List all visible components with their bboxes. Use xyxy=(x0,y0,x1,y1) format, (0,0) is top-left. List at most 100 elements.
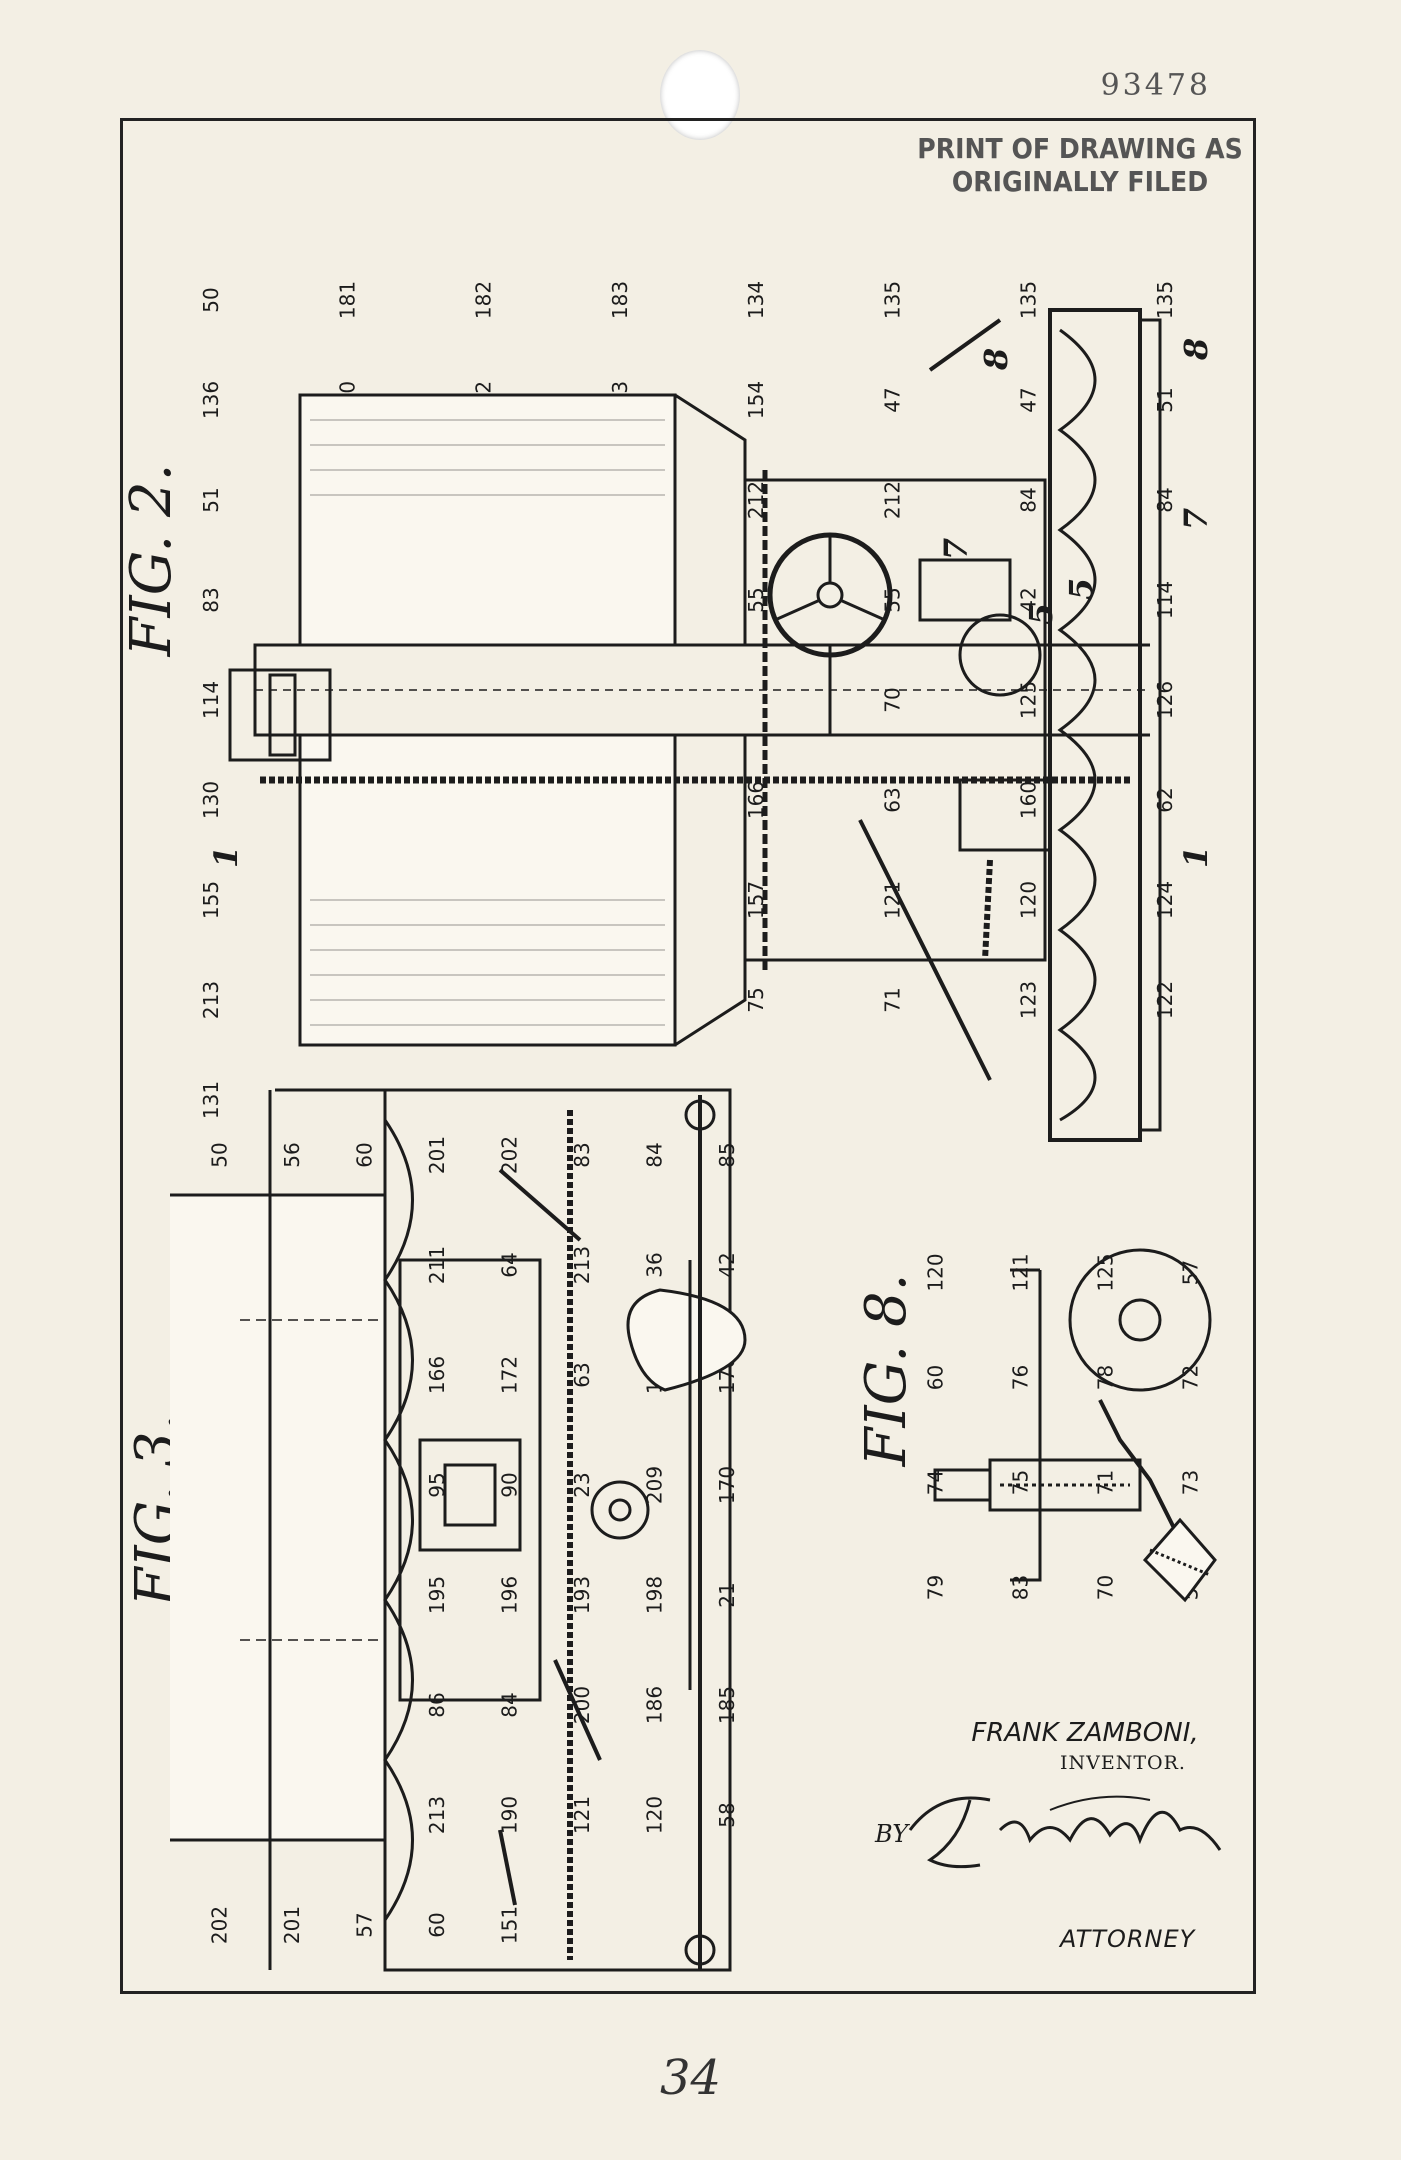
fig3-reference-numeral: 21 xyxy=(715,1582,739,1607)
fig2-reference-numeral: 114 xyxy=(1153,581,1177,619)
fig3-reference-numeral: 186 xyxy=(642,1686,666,1724)
fig3-reference-numeral: 60 xyxy=(425,1912,449,1937)
fig3-reference-numeral: 213 xyxy=(425,1796,449,1834)
fig2-reference-numeral: 131 xyxy=(199,1081,223,1119)
section-marker: 5 xyxy=(1062,577,1101,601)
serial-number: 93478 xyxy=(1100,68,1211,103)
inventor-role: INVENTOR. xyxy=(1060,1752,1186,1774)
fig2-reference-numeral: 122 xyxy=(1153,981,1177,1019)
fig3-reference-numeral: 57 xyxy=(352,1912,376,1937)
fig2-reference-numeral: 62 xyxy=(1153,787,1177,812)
fig3-reference-numeral: 198 xyxy=(642,1576,666,1614)
fig3-reference-numeral: 151 xyxy=(497,1906,521,1944)
fig2-reference-numeral: 213 xyxy=(199,981,223,1019)
fig2-reference-numeral: 183 xyxy=(608,281,632,319)
fig8-reference-numeral: 79 xyxy=(924,1575,948,1600)
fig3-reference-numeral: 64 xyxy=(497,1252,521,1277)
fig2-reference-numeral: 130 xyxy=(199,781,223,819)
fig2-reference-numeral: 71 xyxy=(880,987,904,1012)
fig8-reference-numeral: 121 xyxy=(1009,1253,1033,1291)
fig2-motor xyxy=(958,613,1042,697)
section-marker: 1 xyxy=(1177,845,1216,869)
fig3-reference-numeral: 120 xyxy=(642,1796,666,1834)
fig2-reference-numeral: 50 xyxy=(199,287,223,312)
fig3-reference-numeral: 166 xyxy=(425,1356,449,1394)
attorney-label: ATTORNEY xyxy=(1060,1925,1196,1953)
fig2-reference-numeral: 182 xyxy=(472,281,496,319)
fig2-reference-numeral: 160 xyxy=(1017,781,1041,819)
fig2-reference-numeral: 84 xyxy=(1017,487,1041,512)
stamp-line-2: ORIGINALLY FILED xyxy=(951,165,1209,198)
fig3-reference-numeral: 170 xyxy=(715,1466,739,1504)
fig2-reference-numeral: 47 xyxy=(1017,387,1041,412)
fig3-frame xyxy=(383,1088,732,1972)
fig2-reference-numeral: 114 xyxy=(199,681,223,719)
fig8-reference-numeral: 120 xyxy=(924,1253,948,1291)
fig3-reference-numeral: 190 xyxy=(497,1796,521,1834)
fig3-reference-numeral: 84 xyxy=(497,1692,521,1717)
page-number: 34 xyxy=(660,2050,722,2106)
fig3-reference-numeral: 201 xyxy=(280,1906,304,1944)
fig3-gearbox xyxy=(418,1438,522,1552)
fig3-reference-numeral: 185 xyxy=(715,1686,739,1724)
fig8-blade xyxy=(1142,1517,1217,1603)
attorney-signature xyxy=(908,1795,1222,1869)
fig3-reference-numeral: 195 xyxy=(425,1576,449,1614)
fig8-reference-numeral: 75 xyxy=(1009,1470,1033,1495)
fig3-reference-numeral: 86 xyxy=(425,1692,449,1717)
fig3-reference-numeral: 60 xyxy=(352,1142,376,1167)
fig2-reference-numeral: 124 xyxy=(1153,881,1177,919)
fig2-reference-numeral: 181 xyxy=(335,281,359,319)
inventor-name: FRANK ZAMBONI, xyxy=(971,1718,1199,1748)
fig2-reference-numeral: 120 xyxy=(1017,881,1041,919)
fig3-drawing xyxy=(170,1088,747,1972)
fig3-seat xyxy=(626,1288,747,1392)
fig2-reference-numeral: 42 xyxy=(1017,587,1041,612)
fig2-auger xyxy=(1057,328,1097,1122)
section-marker: 7 xyxy=(937,537,976,561)
fig2-reference-numeral: 135 xyxy=(1153,281,1177,319)
fig2-reference-numeral: 136 xyxy=(199,381,223,419)
fig8-reference-numeral: 73 xyxy=(1179,1470,1203,1495)
drawing-border xyxy=(120,118,1256,1994)
fig3-reference-numeral: 42 xyxy=(715,1252,739,1277)
section-marker: 1 xyxy=(207,845,246,869)
punch-hole xyxy=(660,50,740,140)
fig2-reference-numeral: 135 xyxy=(880,281,904,319)
section-marker: 5 xyxy=(1022,602,1061,626)
fig2-reference-numeral: 154 xyxy=(744,381,768,419)
fig8-reference-numeral: 60 xyxy=(924,1365,948,1390)
fig3-reference-numeral: 36 xyxy=(642,1252,666,1277)
fig2-reference-numeral: 51 xyxy=(1153,387,1177,412)
fig8-reference-numeral: 71 xyxy=(1094,1470,1118,1495)
fig3-reference-numeral: 193 xyxy=(570,1576,594,1614)
fig3-reference-numeral: 211 xyxy=(425,1246,449,1284)
fig3-reference-numeral: 172 xyxy=(497,1356,521,1394)
section-marker: 7 xyxy=(1177,507,1216,531)
fig2-reference-numeral: 134 xyxy=(744,281,768,319)
fig2-reference-numeral: 75 xyxy=(744,987,768,1012)
fig2-reference-numeral: 155 xyxy=(199,881,223,919)
fig2-reference-numeral: 126 xyxy=(1153,681,1177,719)
fig3-reference-numeral: 121 xyxy=(570,1796,594,1834)
filing-stamp: PRINT OF DRAWING AS ORIGINALLY FILED xyxy=(915,132,1245,198)
fig3-reference-numeral: 196 xyxy=(497,1576,521,1614)
fig3-reference-numeral: 213 xyxy=(570,1246,594,1284)
fig2-reference-numeral: 123 xyxy=(1017,981,1041,1019)
fig3-reference-numeral: 23 xyxy=(570,1472,594,1497)
fig3-reference-numeral: 58 xyxy=(715,1802,739,1827)
fig8-screw-body xyxy=(988,1458,1142,1512)
section-marker: 8 xyxy=(1177,337,1216,361)
fig3-reference-numeral: 202 xyxy=(207,1906,231,1944)
fig3-drive-frame xyxy=(398,1258,542,1702)
fig3-hopper xyxy=(170,1193,387,1842)
fig2-blade-housing xyxy=(1048,308,1142,1142)
fig2-reference-numeral: 83 xyxy=(199,587,223,612)
fig2-reference-numeral: 212 xyxy=(880,481,904,519)
fig2-reference-numeral: 63 xyxy=(880,787,904,812)
fig2-reference-numeral: 125 xyxy=(1017,681,1041,719)
fig3-reference-numeral: 201 xyxy=(425,1136,449,1174)
fig3-reference-numeral: 202 xyxy=(497,1136,521,1174)
fig2-reference-numeral: 47 xyxy=(880,387,904,412)
section-marker: 8 xyxy=(977,347,1016,371)
